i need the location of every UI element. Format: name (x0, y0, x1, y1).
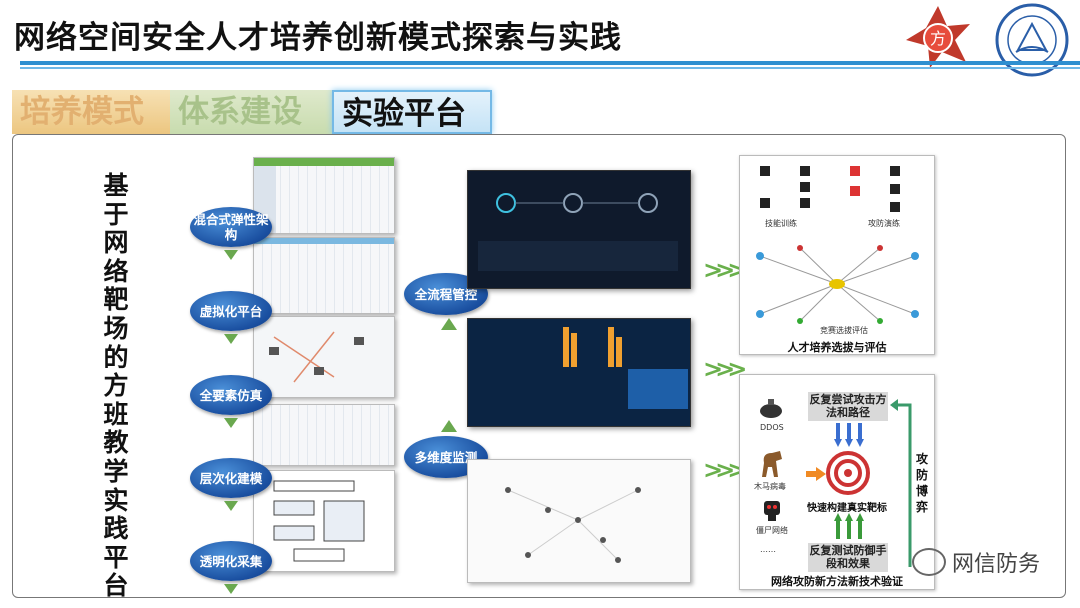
screenshot-modeling (253, 404, 395, 466)
bubble-hierarchical-modeling: 层次化建模 (190, 458, 272, 498)
screenshot-collection (253, 470, 395, 572)
screenshot-simulation (253, 316, 395, 398)
label-skill-training: 技能训练 (765, 219, 797, 228)
screenshot-architecture (253, 157, 395, 234)
trojan-horse-icon (762, 451, 782, 477)
green-up-arrow (441, 420, 457, 432)
caption-talent-evaluation: 人才培养选拔与评估 (787, 341, 887, 354)
attack-label-trojan: 木马病毒 (754, 482, 786, 491)
green-up-arrow (441, 318, 457, 330)
label-attack-defense-drill: 攻防演练 (868, 219, 900, 228)
bubble-hybrid-architecture: 混合式弹性架构 (190, 207, 272, 247)
school-logo-star-icon: 方 (906, 6, 970, 68)
watermark-text: 网信防务 (951, 552, 1040, 577)
attack-label-botnet: 僵尸网络 (756, 526, 788, 535)
network-diagram-icon (756, 166, 919, 324)
bubble-multi-dimension-monitoring: 多维度监测 (404, 436, 488, 478)
green-down-arrow (224, 250, 238, 260)
screenshot-virtualization (253, 237, 395, 314)
bomb-icon (760, 399, 782, 418)
orange-arrow-right-icon (806, 467, 826, 481)
green-down-arrow (224, 501, 238, 511)
botnet-robot-icon (764, 501, 780, 521)
label-competition-evaluation: 竞赛选拔评估 (820, 326, 868, 335)
feedback-arrow-icon (890, 399, 912, 567)
box-repeated-attack: 反复尝试攻击方法和路径 (808, 392, 888, 421)
watermark: 网信防务 (911, 546, 1040, 578)
vertical-heading: 基于网络靶场的方班教学实践平台 (103, 171, 129, 601)
svg-text:方: 方 (930, 29, 946, 48)
bubble-transparent-collection: 透明化采集 (190, 541, 272, 581)
wechat-icon (911, 548, 946, 576)
title-divider-thin (20, 67, 1080, 69)
chevron-right-icon: >>> (703, 456, 747, 484)
attack-label-ddos: DDOS (760, 423, 784, 432)
box-repeated-defense: 反复测试防御手段和效果 (808, 543, 888, 572)
chevron-right-icon: >>> (703, 355, 747, 383)
bubble-virtualization-platform: 虚拟化平台 (190, 291, 272, 331)
screenshot-monitoring-dashboard (467, 318, 691, 427)
center-label-build-target: 快速构建真实靶标 (807, 503, 887, 514)
target-icon (826, 451, 870, 495)
arrows-up-icon (834, 513, 864, 539)
screenshot-process-dashboard (467, 170, 691, 289)
panel-attack-defense-verification: 反复尝试攻击方法和路径 反复测试防御手段和效果 快速构建真实靶标 攻防博弈 DD… (739, 374, 935, 590)
side-text-game: 攻防博弈 (916, 452, 929, 514)
title-divider (20, 61, 1080, 65)
green-down-arrow (224, 334, 238, 344)
page-title: 网络空间安全人才培养创新模式探索与实践 (14, 20, 622, 56)
arrows-down-icon (834, 423, 864, 447)
green-down-arrow (224, 418, 238, 428)
bubble-full-element-simulation: 全要素仿真 (190, 375, 272, 415)
caption-attack-defense-verification: 网络攻防新方法新技术验证 (771, 575, 903, 588)
university-seal-icon (995, 3, 1069, 77)
green-down-arrow (224, 584, 238, 594)
tab-experiment-platform[interactable]: 实验平台 (332, 90, 492, 134)
tab-system-building[interactable]: 体系建设 (170, 90, 332, 134)
chevron-right-icon: >>> (703, 256, 747, 284)
screenshot-topology-graph (467, 459, 691, 583)
tab-training-mode[interactable]: 培养模式 (12, 90, 170, 134)
attack-label-more: …… (760, 545, 776, 554)
panel-talent-evaluation: 技能训练 攻防演练 竞赛选拔评估 人才培养选拔与评估 (739, 155, 935, 355)
